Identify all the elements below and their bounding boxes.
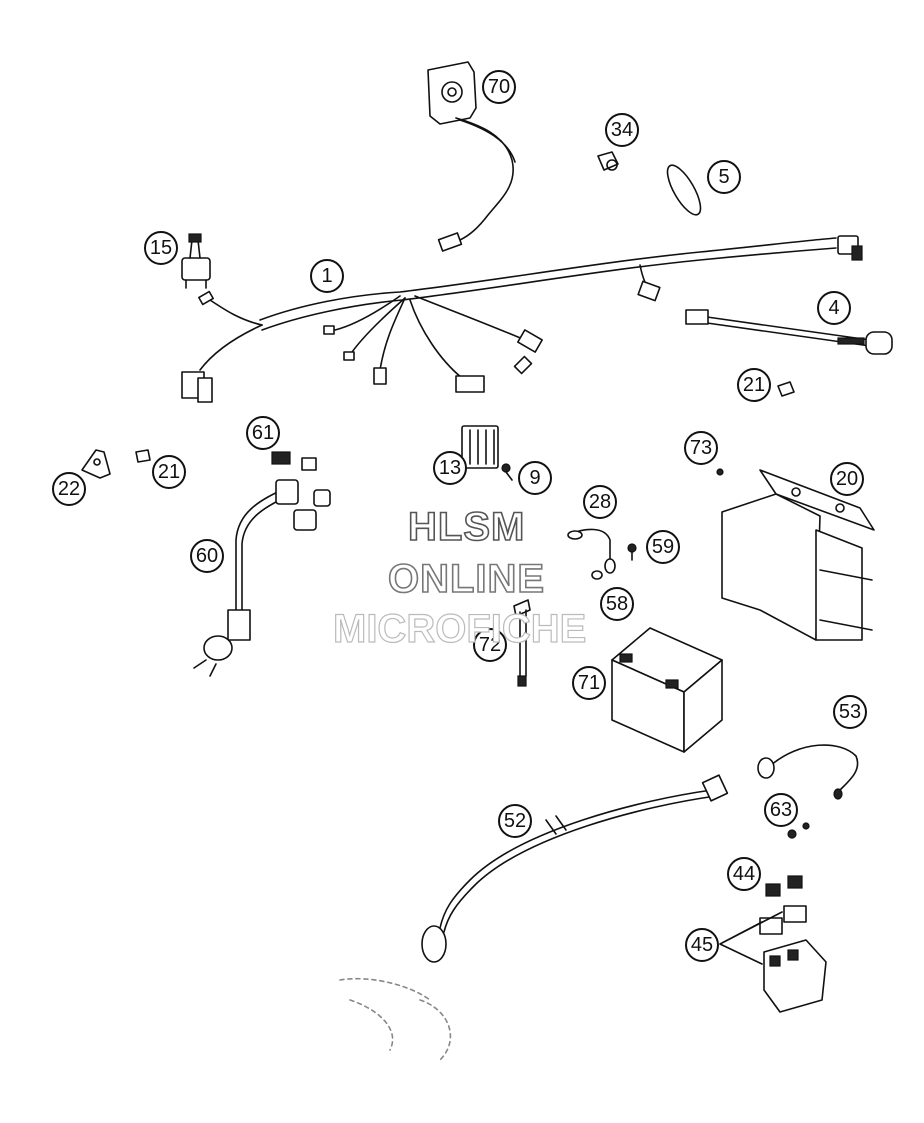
part-9-screw [501,463,513,481]
callout-label: 59 [652,536,674,558]
watermark-line-2: ONLINE [387,556,546,602]
part-70-switch-unit [427,61,516,252]
part-20-battery-box [721,469,875,641]
callout-label: 73 [690,437,712,459]
callout-21: 21 [737,368,771,402]
part-4-cable [685,309,893,355]
part-34-clamp [597,151,619,171]
callout-70: 70 [482,70,516,104]
callout-60: 60 [190,539,224,573]
callout-label: 70 [488,76,510,98]
callout-label: 71 [578,672,600,694]
part-21-clip-lower [135,449,151,463]
callout-label: 58 [606,593,628,615]
callout-label: 45 [691,934,713,956]
part-60-cable [193,479,331,677]
part-58-washer [591,570,603,580]
part-71-battery [611,627,723,753]
callout-71: 71 [572,666,606,700]
callout-label: 5 [718,166,729,188]
callout-4: 4 [817,291,851,325]
part-21-clip-upper [777,381,795,397]
callout-28: 28 [583,485,617,519]
part-13-regulator [461,425,499,469]
callout-label: 28 [589,491,611,513]
callout-53: 53 [833,695,867,729]
part-52-starter-cable [339,774,729,1061]
callout-21: 21 [152,455,186,489]
callout-label: 4 [828,297,839,319]
part-61-fuse-holder [271,451,317,471]
callout-59: 59 [646,530,680,564]
callout-label: 1 [321,265,332,287]
part-15-switch [181,233,211,289]
part-73-screw [716,468,724,476]
callout-label: 13 [439,457,461,479]
callout-44: 44 [727,857,761,891]
part-44-caps [765,875,803,897]
callout-label: 61 [252,422,274,444]
callout-22: 22 [52,472,86,506]
callout-label: 63 [770,799,792,821]
callout-20: 20 [830,462,864,496]
part-59-screw [627,543,637,561]
callout-label: 53 [839,701,861,723]
callout-15: 15 [144,231,178,265]
callout-13: 13 [433,451,467,485]
callout-73: 73 [684,431,718,465]
callout-72: 72 [473,628,507,662]
part-63-screws [787,822,810,839]
callout-63: 63 [764,793,798,827]
callout-5: 5 [707,160,741,194]
part-5-cable-tie [666,164,702,216]
part-72-strap [513,599,531,687]
part-1-wiring-harness [181,235,863,403]
part-22-bracket [81,449,111,479]
callout-61: 61 [246,416,280,450]
part-53-cable [757,744,859,800]
callout-label: 34 [611,119,633,141]
watermark-line-1: HLSM [407,504,526,550]
callout-label: 72 [479,634,501,656]
callout-label: 9 [529,467,540,489]
callout-label: 20 [836,468,858,490]
callout-58: 58 [600,587,634,621]
callout-label: 44 [733,863,755,885]
callout-9: 9 [518,461,552,495]
part-45-starter-relay [719,905,827,1013]
callout-52: 52 [498,804,532,838]
callout-label: 22 [58,478,80,500]
callout-label: 15 [150,237,172,259]
watermark-line-3: MICROFICHE [332,606,587,651]
callout-34: 34 [605,113,639,147]
part-28-ground-cable [567,528,616,574]
callout-45: 45 [685,928,719,962]
callout-label: 21 [158,461,180,483]
callout-1: 1 [310,259,344,293]
callout-label: 21 [743,374,765,396]
callout-label: 52 [504,810,526,832]
callout-label: 60 [196,545,218,567]
